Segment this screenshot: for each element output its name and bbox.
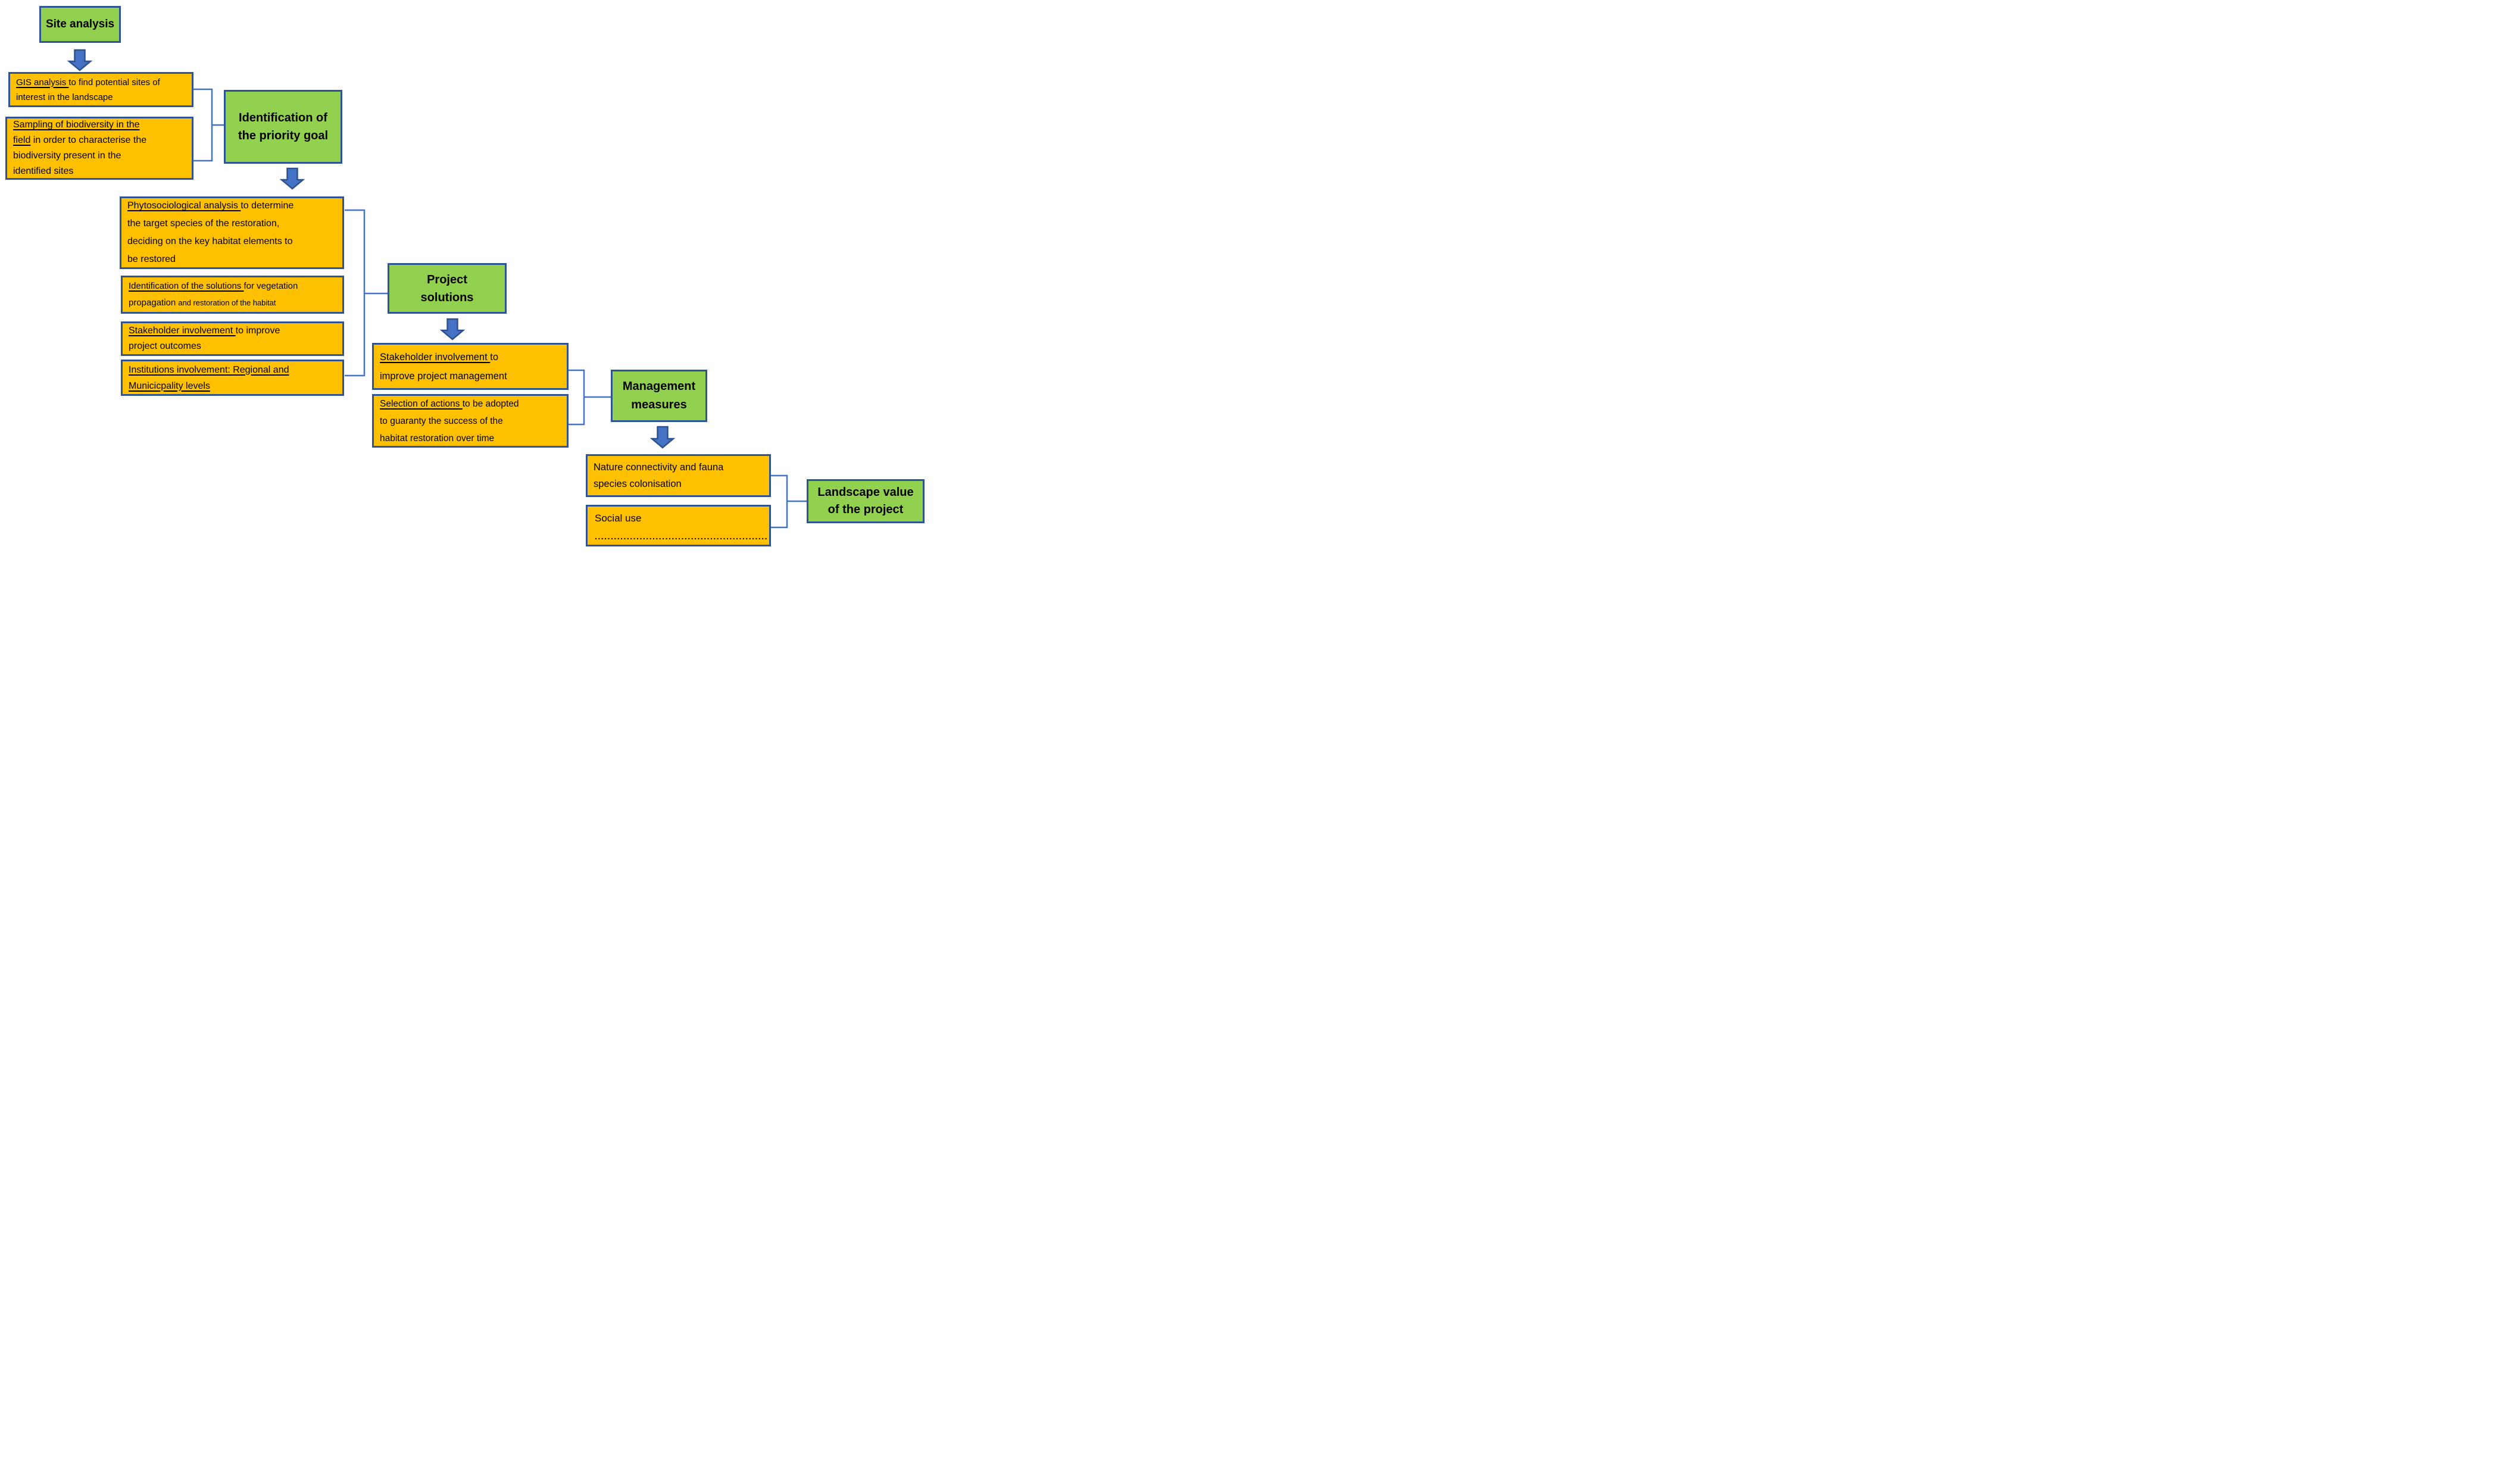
node-phytosociological-analysis: Phytosociological analysis to determine t… xyxy=(120,196,344,269)
text-segment: measures xyxy=(631,398,687,411)
node-label: Management measures xyxy=(613,377,705,414)
text-segment: Stakeholder involvement xyxy=(380,351,491,363)
node-management-measures: Management measures xyxy=(611,370,707,422)
node-gis-analysis: GIS analysis to find potential sites of i… xyxy=(8,72,193,107)
text-segment: habitat restoration over time xyxy=(380,433,495,443)
node-identification-solutions: Identification of the solutions for vege… xyxy=(121,276,344,314)
node-label: Phytosociological analysis to determine t… xyxy=(127,197,336,268)
node-nature-connectivity: Nature connectivity and fauna species col… xyxy=(586,454,771,497)
text-segment: Site analysis xyxy=(45,18,115,30)
text-segment: Management xyxy=(622,380,696,393)
dotted-filler-line: ........................................… xyxy=(595,532,769,541)
node-identification-priority-goal: Identification of the priority goal xyxy=(224,90,342,164)
text-segment: GIS analysis xyxy=(16,77,69,88)
node-label: Identification of the solutions for vege… xyxy=(129,278,336,311)
node-label: Site analysis xyxy=(41,18,119,31)
text-segment: project outcomes xyxy=(129,341,201,351)
arrow-down-icon-1 xyxy=(67,49,93,71)
text-segment: Municicpality levels xyxy=(129,380,210,391)
arrow-down-icon-3 xyxy=(439,318,466,340)
node-label: Stakeholder involvement to improve projec… xyxy=(380,348,561,386)
node-label: Project solutions xyxy=(389,271,505,307)
node-social-use: Social use .............................… xyxy=(586,505,771,546)
text-segment: species colonisation xyxy=(594,479,682,489)
node-label: Nature connectivity and fauna species col… xyxy=(594,459,763,492)
node-label: Selection of actions to be adopted to gua… xyxy=(380,395,561,447)
text-segment: to guaranty the success of the xyxy=(380,415,503,426)
text-segment: for vegetation xyxy=(243,281,298,291)
text-segment: Nature connectivity and fauna xyxy=(594,462,724,473)
flowchart-canvas: Site analysis Identification of the prior… xyxy=(0,0,933,551)
text-segment: Landscape value xyxy=(817,486,914,499)
text-segment: of the project xyxy=(827,503,904,516)
node-site-analysis: Site analysis xyxy=(39,6,121,43)
text-segment: propagation xyxy=(129,298,179,308)
text-segment: interest in the landscape xyxy=(16,92,113,102)
connector-bracket-1 xyxy=(193,88,213,162)
connector-bracket-4 xyxy=(771,474,788,529)
text-segment: Project xyxy=(427,273,467,286)
text-segment: be restored xyxy=(127,254,176,264)
node-label: GIS analysis to find potential sites of i… xyxy=(16,75,186,105)
connector-bracket-2 xyxy=(345,209,366,377)
text-segment: Selection of actions xyxy=(380,398,463,409)
text-segment: the priority goal xyxy=(238,129,329,142)
text-segment: to find potential sites of xyxy=(68,77,160,88)
node-stakeholder-involvement-outcomes: Stakeholder involvement to improve projec… xyxy=(121,321,344,356)
connector-bracket-3 xyxy=(569,369,585,426)
text-segment: solutions xyxy=(420,290,474,304)
text-segment: deciding on the key habitat elements to xyxy=(127,236,293,246)
node-sampling-biodiversity: Sampling of biodiversity in the field in … xyxy=(5,117,193,180)
node-stakeholder-involvement-management: Stakeholder involvement to improve projec… xyxy=(372,343,569,390)
text-segment: to improve xyxy=(235,326,280,336)
text-segment: Institutions involvement: Regional and xyxy=(129,364,289,375)
arrow-down-icon-2 xyxy=(279,167,305,190)
text-segment: Identification of xyxy=(239,111,327,124)
node-label: Landscape value of the project xyxy=(808,484,923,518)
text-segment: identified sites xyxy=(13,166,74,176)
text-segment: Identification of the solutions xyxy=(129,281,244,291)
node-label: Identification of the priority goal xyxy=(226,109,341,145)
node-landscape-value: Landscape value of the project xyxy=(807,479,925,523)
text-segment: the target species of the restoration, xyxy=(127,218,280,229)
text-segment: in order to characterise the xyxy=(30,135,147,145)
node-project-solutions: Project solutions xyxy=(388,263,507,314)
text-segment: field xyxy=(13,135,31,145)
text-segment: Stakeholder involvement xyxy=(129,326,236,336)
node-label: Social use xyxy=(595,513,642,524)
text-segment: to be adopted xyxy=(462,398,519,409)
text-segment: and restoration of the habitat xyxy=(178,298,276,307)
text-segment: to xyxy=(490,351,499,363)
text-segment: to determine xyxy=(241,201,294,211)
node-label: Sampling of biodiversity in the field in … xyxy=(13,117,186,179)
text-segment: improve project management xyxy=(380,370,507,382)
text-segment: biodiversity present in the xyxy=(13,151,121,161)
node-label: Stakeholder involvement to improve projec… xyxy=(129,323,336,354)
node-selection-of-actions: Selection of actions to be adopted to gua… xyxy=(372,394,569,448)
text-segment: Phytosociological analysis xyxy=(127,201,241,211)
arrow-down-icon-4 xyxy=(649,426,676,449)
text-segment: Sampling of biodiversity in the xyxy=(13,120,140,130)
